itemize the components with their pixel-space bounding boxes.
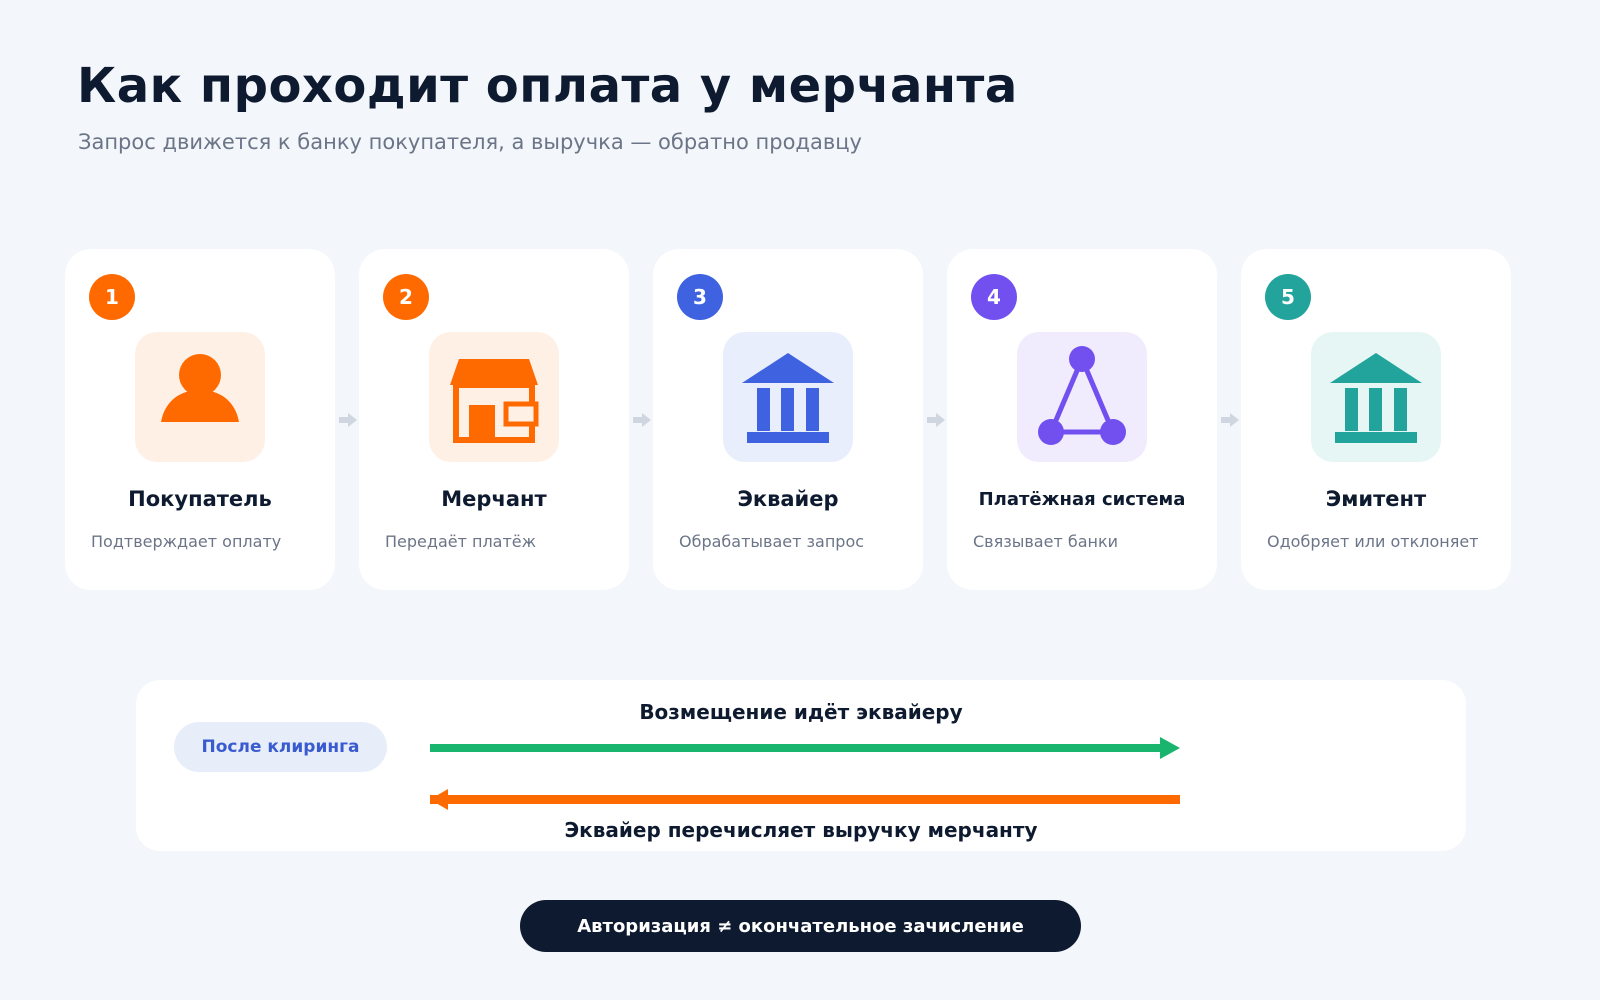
bank-icon-box (1311, 332, 1441, 462)
authorization-note: Авторизация ≠ окончательное зачисление (520, 900, 1081, 952)
connector-arrow-icon (927, 413, 945, 427)
forward-flow-arrow (430, 737, 1180, 759)
step-number-badge: 4 (971, 274, 1017, 320)
step-number-badge: 3 (677, 274, 723, 320)
step-card-acquirer: 3 Эквайер Обрабатывает запрос (653, 249, 923, 590)
page-title: Как проходит оплата у мерчанта (77, 58, 1018, 114)
step-card-issuer: 5 Эмитент Одобряет или отклоняет (1241, 249, 1511, 590)
step-number-badge: 1 (89, 274, 135, 320)
connector-arrow-icon (339, 413, 357, 427)
network-icon (1038, 346, 1126, 445)
clearing-panel: После клиринга Возмещение идёт эквайеру … (136, 680, 1466, 851)
back-flow-label: Эквайер перечисляет выручку мерчанту (564, 818, 1038, 842)
step-number-badge: 5 (1265, 274, 1311, 320)
step-description: Передаёт платёж (385, 532, 537, 551)
step-description: Подтверждает оплату (91, 532, 282, 551)
clearing-stage-pill: После клиринга (174, 722, 387, 772)
network-icon-box (1017, 332, 1147, 462)
back-flow-arrow (430, 789, 1180, 810)
step-description: Связывает банки (973, 532, 1119, 551)
step-card-payment-system: 4 Платёжная система Связывает банки (947, 249, 1217, 590)
forward-flow-label: Возмещение идёт эквайеру (639, 700, 963, 724)
person-icon-box (135, 332, 265, 462)
connector-arrow-icon (1221, 413, 1239, 427)
connector-arrow-icon (633, 413, 651, 427)
step-title: Покупатель (128, 487, 272, 511)
step-description: Обрабатывает запрос (679, 532, 865, 551)
step-number-badge: 2 (383, 274, 429, 320)
store-icon (450, 359, 539, 443)
step-card-merchant: 2 Мерчант Передаёт платёж (359, 249, 629, 590)
step-title: Эквайер (737, 487, 839, 511)
step-card-buyer: 1 Покупатель Подтверждает оплату (65, 249, 335, 590)
step-title: Эмитент (1325, 487, 1427, 511)
page-subtitle: Запрос движется к банку покупателя, а вы… (78, 130, 862, 154)
clearing-arrows (430, 737, 1180, 810)
store-icon-box (429, 332, 559, 462)
bank-icon-box (723, 332, 853, 462)
bank-icon (742, 353, 834, 443)
step-description: Одобряет или отклоняет (1267, 532, 1479, 551)
bank-icon (1330, 353, 1422, 443)
person-icon (161, 354, 239, 422)
step-title: Платёжная система (978, 489, 1186, 510)
step-title: Мерчант (441, 487, 547, 511)
